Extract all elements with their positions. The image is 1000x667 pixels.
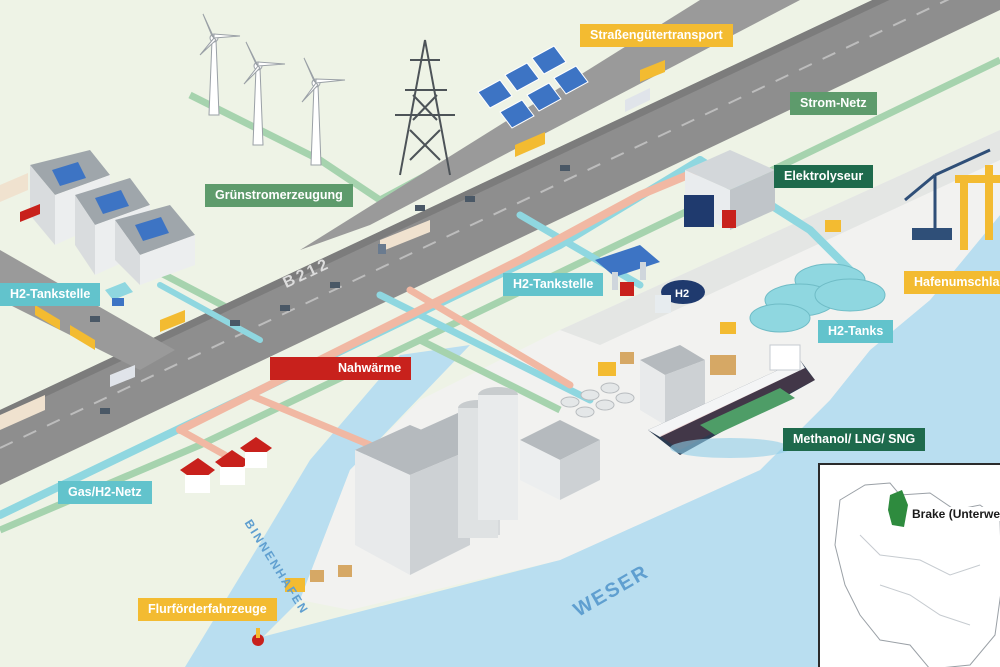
heat-pipes [176,166,704,459]
h2-station [595,245,660,296]
h2-station-left [105,282,133,306]
harbour-crane [904,148,991,230]
cargo-ship [648,344,815,458]
inset-map: Brake (Unterweser) [818,463,1000,667]
gantry-crane [955,165,1000,250]
brake-district-highlight [888,490,908,527]
side-road [0,250,175,370]
label-flurfoerder: Flurförderfahrzeuge [138,598,277,621]
h2-tank-truck: H2 [655,280,705,313]
label-h2-tankstelle-mid: H2-Tankstelle [503,273,604,296]
electrolyser-building [684,150,775,230]
weser-river [200,215,1000,667]
label-gas-netz: Gas/H2-Netz [58,481,152,504]
h2-truck-text: H2 [675,288,689,300]
label-hafenumschlag: Hafenumschlag [904,271,1000,294]
top-road [300,0,800,250]
houses [180,437,272,493]
trucks [0,60,665,430]
label-strassengueter: Straßengütertransport [580,24,733,47]
label-nahwaerme: Nahwärme [270,357,412,380]
storage-tanks-group [560,382,635,418]
inset-map-shape [834,482,1000,667]
binnenhafen-water [185,345,470,667]
label-methanol: Methanol/ LNG/ SNG [783,428,926,451]
label-h2-tankstelle-left: H2-Tankstelle [0,283,101,306]
h2-tanks [749,263,886,333]
cars [90,165,570,414]
buoy [252,628,264,646]
solar-park [477,45,589,129]
label-elektrolyseur: Elektrolyseur [774,165,874,188]
label-gruenstrom: Grünstromerzeugung [205,184,353,207]
road-b212 [0,0,1000,485]
inset-place-label: Brake (Unterweser) [912,507,1000,521]
label-h2-tanks: H2-Tanks [818,320,894,343]
warehouses [30,150,195,285]
wind-turbines [199,13,346,166]
power-pylon [395,39,455,176]
label-strom-netz: Strom-Netz [790,92,877,115]
forklifts [285,220,841,592]
